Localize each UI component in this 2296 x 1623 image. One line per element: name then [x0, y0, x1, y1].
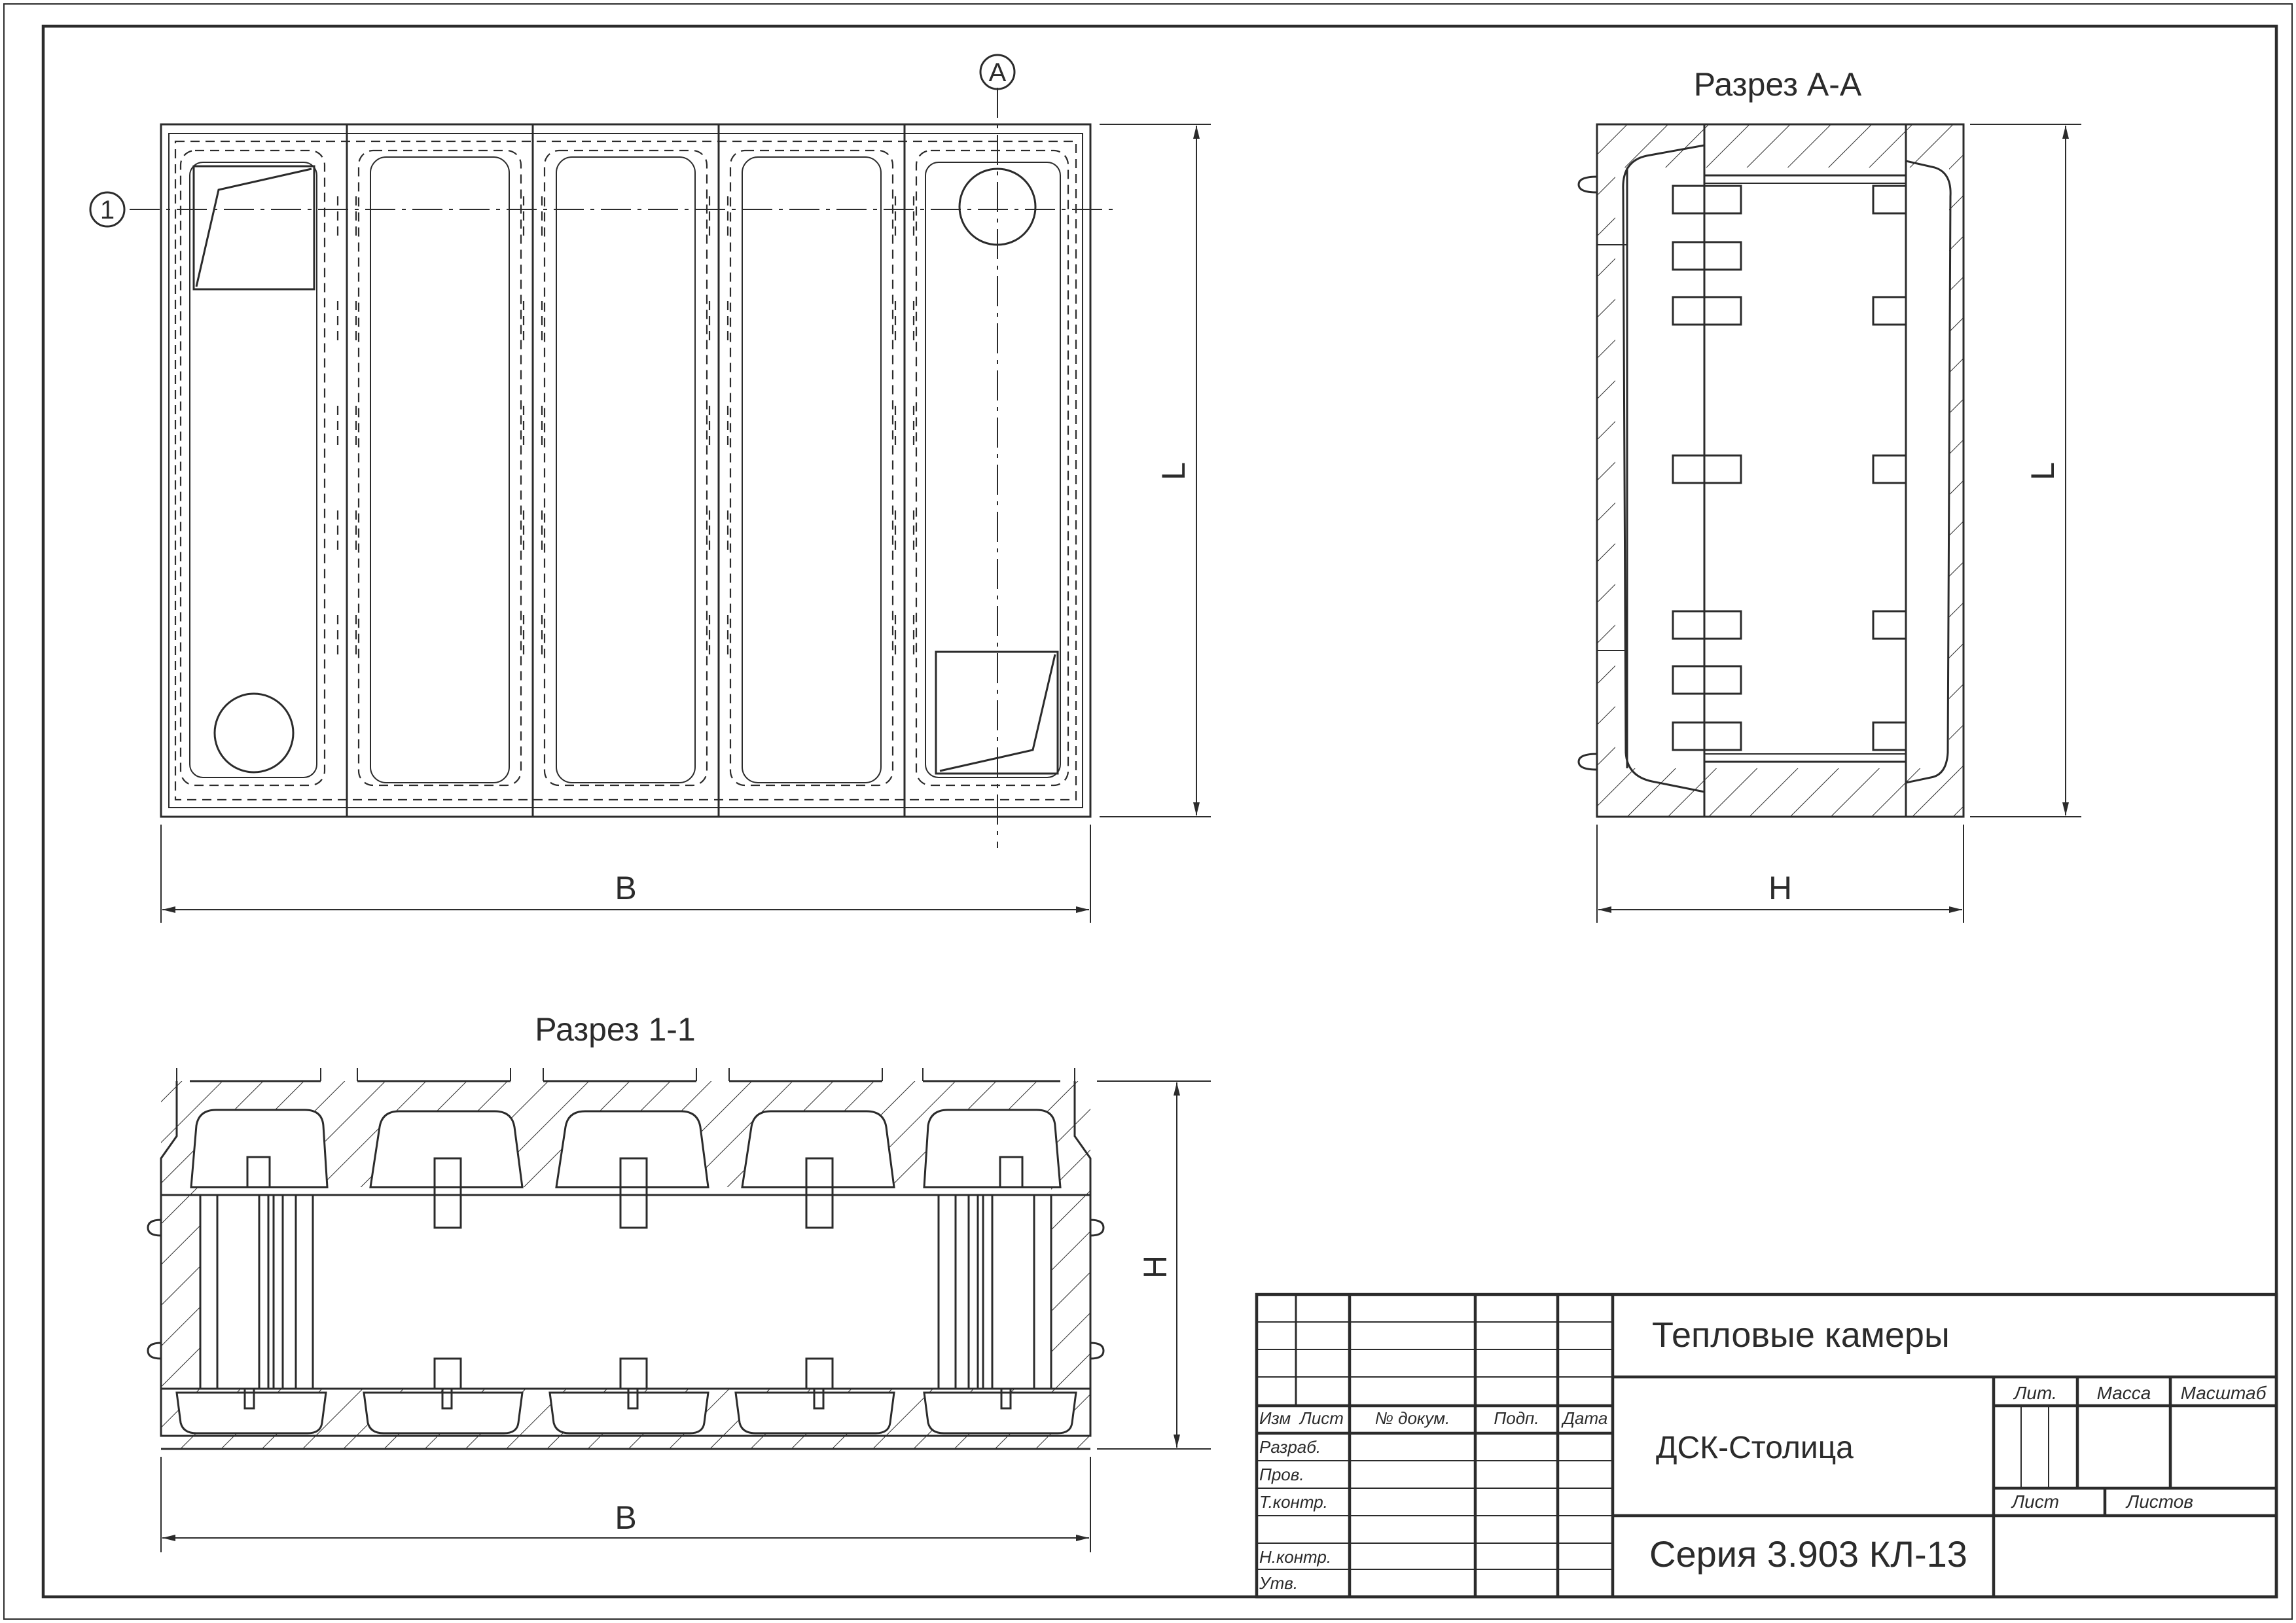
tb-row-nkontr: Н.контр.	[1259, 1547, 1331, 1567]
section-aa: Разрез А-А	[1577, 66, 2081, 923]
plan-outline	[160, 123, 1092, 818]
manhole-1	[213, 692, 295, 774]
tb-scale: Масштаб	[2181, 1383, 2267, 1403]
tb-col-sign: Подп.	[1494, 1408, 1539, 1428]
tb-designation: Серия 3.903 КЛ-13	[1649, 1533, 1967, 1575]
tb-title: Тепловые камеры	[1652, 1315, 1950, 1355]
marker-section-a: А	[989, 58, 1007, 87]
section-11-title: Разрез 1-1	[535, 1011, 695, 1048]
tb-col-docnum: № докум.	[1375, 1408, 1450, 1428]
sheet-frame	[41, 24, 2278, 1599]
tb-sheets: Листов	[2125, 1491, 2193, 1512]
section-11: Разрез 1-1	[147, 1011, 1211, 1552]
tb-sheet: Лист	[2011, 1491, 2059, 1512]
tb-col-list: Лист	[1299, 1408, 1344, 1428]
section-aa-title: Разрез А-А	[1694, 66, 1862, 103]
section-aa-dim-length: L	[2024, 462, 2061, 480]
plan-dim-width: B	[615, 870, 636, 906]
tb-col-date: Дата	[1561, 1408, 1608, 1428]
tb-row-razrab: Разраб.	[1259, 1437, 1321, 1457]
plan-view: А 1 B L	[89, 54, 1211, 923]
marker-section-1: 1	[100, 196, 115, 224]
sheet-outer-border	[3, 3, 2293, 1620]
section-aa-dim-height: H	[1768, 870, 1792, 906]
plan-dim-length: L	[1155, 462, 1192, 480]
tb-mass: Масса	[2097, 1383, 2151, 1403]
title-block: Изм Лист № докум. Подп. Дата Разраб. Про…	[1255, 1293, 2278, 1599]
tb-lit: Лит.	[2013, 1383, 2057, 1403]
tb-col-izm: Изм	[1259, 1408, 1291, 1428]
tb-row-utv: Утв.	[1259, 1573, 1298, 1593]
section-11-dim-width: B	[615, 1499, 636, 1536]
tb-row-tkontr: Т.контр.	[1259, 1492, 1328, 1512]
hatch-opening-1	[192, 165, 315, 291]
tb-row-prov: Пров.	[1259, 1465, 1304, 1484]
section-11-dim-height: H	[1137, 1255, 1174, 1279]
tb-organization: ДСК-Столица	[1656, 1431, 1854, 1465]
